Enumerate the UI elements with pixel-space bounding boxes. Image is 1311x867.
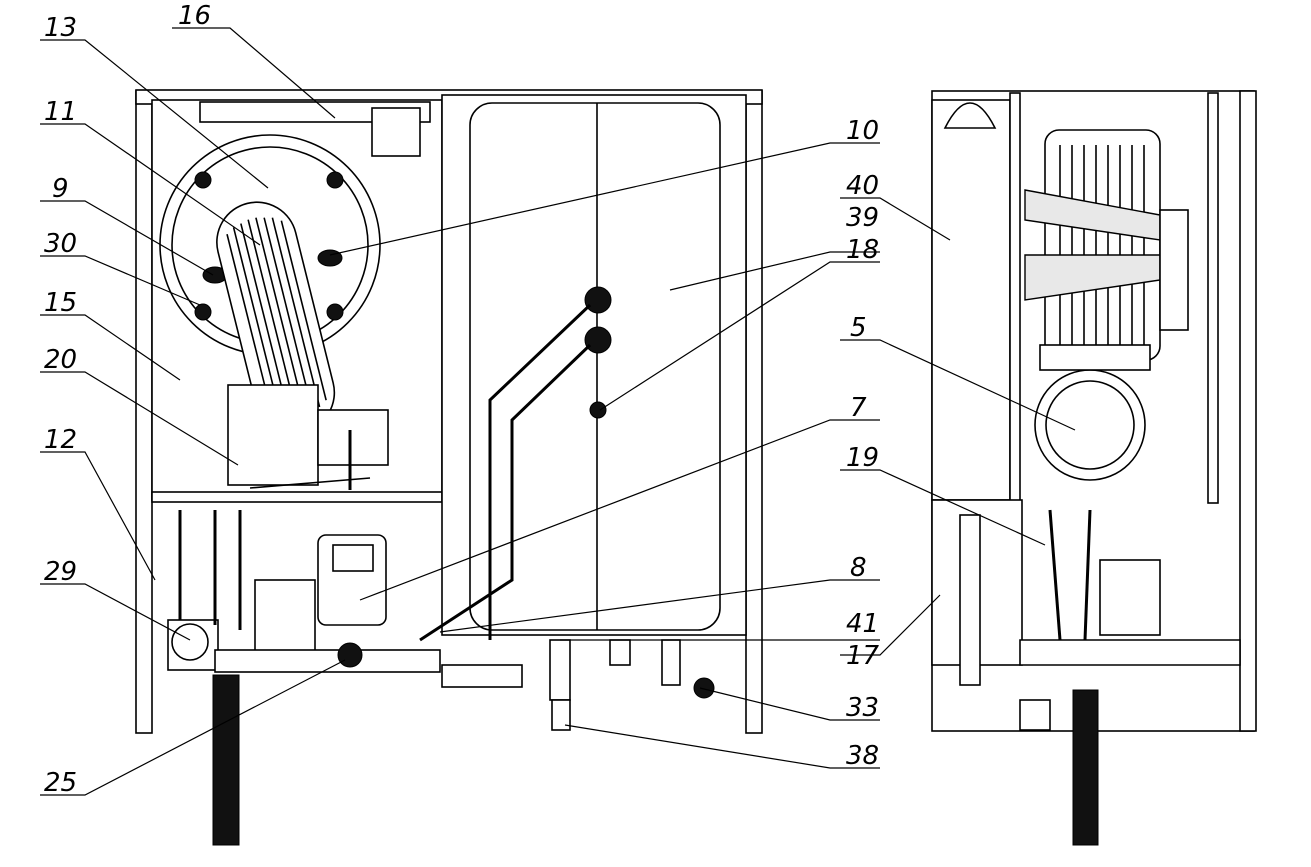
label-16: 16 (178, 1, 211, 31)
leader-25 (40, 659, 346, 796)
leader-12 (40, 451, 156, 581)
label-30: 30 (44, 229, 77, 259)
leader-18 (599, 261, 880, 411)
electrode-right (317, 249, 343, 267)
leader-9 (40, 200, 214, 276)
label-17: 17 (846, 641, 880, 671)
side-heat-exchanger (1044, 129, 1161, 361)
bolt-2 (326, 171, 344, 189)
tank-pipe-2 (419, 343, 592, 642)
safety-valve-knob (693, 677, 715, 699)
label-8: 8 (850, 553, 867, 583)
leader-39 (669, 251, 880, 291)
side-pipe-3 (1083, 509, 1092, 641)
leader-11 (40, 123, 261, 246)
side-rail-left (1009, 92, 1021, 504)
fan-block (371, 107, 421, 157)
side-bottom-fitting (1019, 699, 1051, 731)
label-20: 20 (44, 345, 77, 375)
left-rail (135, 90, 153, 734)
gas-chamber (227, 384, 319, 486)
label-15: 15 (44, 288, 77, 318)
label-38: 38 (846, 741, 879, 771)
label-7: 7 (850, 393, 867, 423)
outlet-pipe (549, 639, 571, 701)
label-41: 41 (846, 609, 879, 639)
safety-valve (661, 639, 681, 686)
leader-40 (840, 197, 951, 241)
side-burner-base (1039, 344, 1151, 371)
side-manifold (1019, 639, 1241, 666)
side-pipe (959, 514, 981, 686)
dhw-tank (469, 102, 721, 631)
callout-labels: 13 16 11 9 30 15 20 12 29 25 10 40 39 18… (44, 1, 880, 798)
leader-20 (40, 371, 239, 466)
label-10: 10 (846, 116, 879, 146)
leader-16 (172, 27, 336, 119)
side-front-panel (1239, 90, 1257, 732)
flue-pipe (212, 674, 240, 846)
top-hood (199, 101, 431, 123)
label-29: 29 (44, 557, 77, 587)
front-view (135, 89, 763, 846)
side-rail-right (1207, 92, 1219, 504)
side-valve (1099, 559, 1161, 636)
leader-10 (329, 142, 880, 256)
tank-port-1 (584, 286, 612, 314)
leader-19 (840, 469, 1046, 546)
side-flue-pipe (1072, 689, 1099, 846)
label-19: 19 (846, 443, 879, 473)
drain-tap (337, 642, 363, 668)
label-11: 11 (44, 97, 77, 127)
right-rail (745, 90, 763, 734)
bolt-1 (194, 171, 212, 189)
label-40: 40 (846, 171, 879, 201)
tank-bottom-fitting (609, 639, 631, 666)
pump-body (317, 534, 387, 626)
leader-8 (439, 579, 880, 633)
vessel-cap (943, 102, 997, 129)
tank-port-2 (584, 326, 612, 354)
gas-valve-top (317, 409, 389, 466)
pump-display (332, 544, 374, 572)
tank-sensor (589, 401, 607, 419)
leader-38 (564, 724, 880, 769)
leader-33 (699, 687, 880, 721)
side-pipe-2 (1048, 509, 1062, 641)
label-9: 9 (52, 174, 69, 204)
leader-30 (40, 255, 201, 306)
label-25: 25 (44, 768, 77, 798)
leader-29 (40, 583, 191, 641)
label-18: 18 (846, 235, 879, 265)
expansion-vessel (931, 99, 1011, 501)
three-way-valve (171, 623, 209, 661)
bolt-4 (326, 303, 344, 321)
side-fan (1159, 209, 1189, 331)
leader-lines (40, 27, 1076, 796)
leader-5 (840, 339, 1076, 431)
label-33: 33 (846, 693, 879, 723)
side-fan-housing (1034, 369, 1146, 481)
label-13: 13 (44, 13, 77, 43)
connector-line (249, 477, 371, 489)
leader-15 (40, 314, 181, 381)
side-view (931, 90, 1257, 846)
leader-17 (840, 594, 941, 656)
label-39: 39 (846, 203, 879, 233)
leader-13 (40, 39, 269, 189)
drain-valve (551, 699, 571, 731)
bolt-3 (194, 303, 212, 321)
manifold (214, 649, 441, 673)
tank-pipe-1 (488, 303, 592, 640)
leader-7 (359, 419, 880, 601)
gas-valve (254, 579, 316, 663)
outlet-fitting (441, 664, 523, 688)
label-5: 5 (850, 313, 867, 343)
lower-tray (151, 491, 443, 503)
label-12: 12 (44, 425, 77, 455)
